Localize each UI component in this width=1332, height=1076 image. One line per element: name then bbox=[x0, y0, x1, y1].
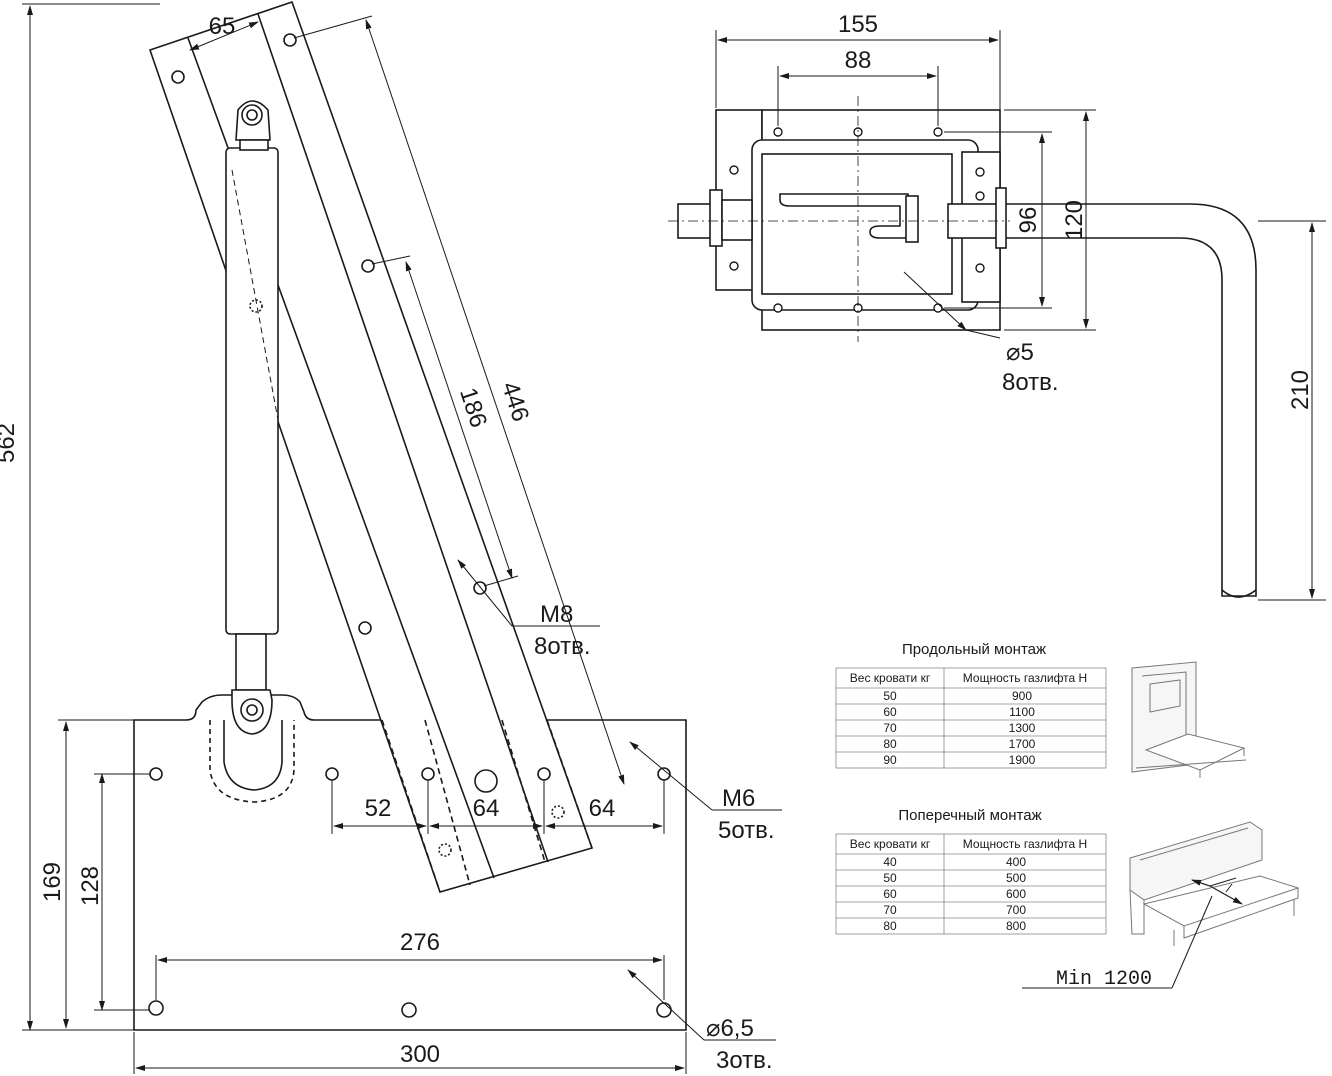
table-cell: 700 bbox=[1006, 903, 1026, 917]
label-min-width: Min 1200 bbox=[1056, 968, 1152, 991]
dim-plate-128: 128 bbox=[77, 866, 104, 906]
table-cell: 900 bbox=[1012, 689, 1032, 703]
table-cell: 1900 bbox=[1009, 753, 1036, 767]
dim-plate-276: 276 bbox=[400, 929, 440, 956]
table-cell: 90 bbox=[883, 753, 897, 767]
label-plate-hole-dia: ⌀6,5 bbox=[706, 1015, 754, 1042]
bracket-slot bbox=[779, 193, 909, 239]
label-plate-thread: M6 bbox=[722, 785, 755, 812]
table-cell: 60 bbox=[883, 705, 897, 719]
table-cell: 80 bbox=[883, 919, 897, 933]
table-longitudinal-header-force: Мощность газлифта Н bbox=[963, 671, 1087, 685]
bracket-dimensions bbox=[715, 30, 1326, 601]
label-plate-hole-count: 3отв. bbox=[716, 1047, 773, 1074]
dim-plate-64-mid: 64 bbox=[473, 795, 500, 822]
table-cell: 1100 bbox=[1009, 705, 1035, 719]
left-dimensions bbox=[22, 3, 782, 1074]
table-cell: 80 bbox=[883, 737, 897, 751]
table-cell: 600 bbox=[1006, 887, 1026, 901]
table-cell: 800 bbox=[1006, 919, 1026, 933]
bracket-assembly bbox=[677, 109, 1257, 598]
table-cell: 60 bbox=[883, 887, 897, 901]
dim-bar-210: 210 bbox=[1287, 370, 1314, 410]
table-cell: 1300 bbox=[1009, 721, 1036, 735]
table-transverse-header-weight: Вес кровати кг bbox=[850, 837, 931, 851]
table-cell: 500 bbox=[1006, 871, 1026, 885]
table-cell: 70 bbox=[883, 721, 897, 735]
table-cell: 70 bbox=[883, 903, 897, 917]
dim-plate-300: 300 bbox=[400, 1041, 440, 1068]
dim-bracket-120: 120 bbox=[1061, 200, 1088, 240]
dim-bracket-155: 155 bbox=[838, 11, 878, 38]
table-longitudinal-header-weight: Вес кровати кг bbox=[850, 671, 931, 685]
table-cell: 40 bbox=[883, 855, 897, 869]
table-transverse bbox=[835, 833, 1107, 935]
table-cell: 50 bbox=[883, 689, 897, 703]
dim-strip-width: 65 bbox=[209, 13, 236, 40]
gas-rod bbox=[235, 633, 267, 691]
table-longitudinal bbox=[835, 667, 1107, 769]
dim-plate-52: 52 bbox=[365, 795, 392, 822]
plate-slot bbox=[209, 720, 295, 803]
dim-total-height: 562 bbox=[0, 423, 20, 463]
table-cell: 50 bbox=[883, 871, 897, 885]
label-strip-thread-count: 8отв. bbox=[534, 633, 591, 660]
bent-bar bbox=[949, 203, 1257, 597]
table-transverse-title: Поперечный монтаж bbox=[898, 807, 1041, 824]
table-longitudinal-rows: 50 900 60 1100 70 1300 80 1700 90 1900 bbox=[883, 689, 1035, 767]
dim-bracket-88: 88 bbox=[845, 47, 872, 74]
gas-cylinder bbox=[225, 147, 279, 635]
dim-strip-446: 446 bbox=[496, 378, 534, 424]
dim-bracket-96: 96 bbox=[1015, 207, 1042, 234]
dim-plate-169: 169 bbox=[39, 862, 66, 902]
label-bracket-hole-dia: ⌀5 bbox=[1006, 339, 1034, 366]
dim-plate-64-right: 64 bbox=[589, 795, 616, 822]
label-plate-thread-count: 5отв. bbox=[718, 817, 775, 844]
table-cell: 400 bbox=[1006, 855, 1026, 869]
table-longitudinal-title: Продольный монтаж bbox=[902, 641, 1046, 658]
bed-longitudinal-illustration bbox=[1131, 661, 1247, 778]
label-strip-thread: M8 bbox=[540, 601, 573, 628]
lift-mechanism bbox=[133, 0, 687, 1031]
table-transverse-rows: 40 400 50 500 60 600 70 700 80 800 bbox=[883, 855, 1026, 933]
label-bracket-hole-count: 8отв. bbox=[1002, 369, 1059, 396]
table-transverse-header-force: Мощность газлифта Н bbox=[963, 837, 1087, 851]
bed-transverse-illustration bbox=[1129, 821, 1300, 946]
table-cell: 1700 bbox=[1009, 737, 1036, 751]
